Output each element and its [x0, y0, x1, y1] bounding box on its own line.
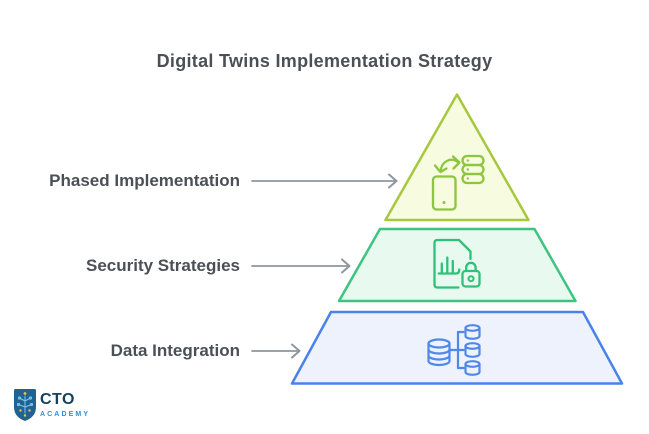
network-bracket	[449, 330, 465, 370]
lock-keyhole	[467, 275, 475, 283]
chart-baseline	[437, 268, 461, 275]
server-dot-1	[466, 159, 469, 162]
pyramid-level-middle-shape	[337, 227, 577, 303]
main-db-band-1	[427, 348, 451, 355]
arrow-phased-implementation	[251, 173, 398, 189]
level-label-security-strategies: Security Strategies	[85, 256, 240, 275]
database-network-icon	[427, 324, 481, 376]
node-db-2-body	[464, 344, 481, 358]
connector-arrows	[251, 173, 398, 359]
shield-circuit-detail	[16, 395, 34, 414]
phone-shape	[431, 175, 457, 211]
server-dot-2	[466, 168, 469, 171]
document-outline	[433, 238, 472, 289]
phone-dot	[442, 201, 446, 204]
node-db-3-body	[464, 362, 481, 376]
level-label-data-integration: Data Integration	[110, 341, 240, 360]
logo-subtitle: ACADEMY	[40, 411, 91, 418]
device-sync-icon	[431, 154, 485, 211]
sync-arrowhead-down	[433, 164, 448, 174]
logo-title: CTO	[40, 391, 75, 408]
secure-document-icon	[433, 238, 481, 289]
main-db-body	[427, 342, 451, 367]
diagram-title: Digital Twins Implementation Strategy	[156, 51, 493, 71]
lock-body	[461, 269, 481, 288]
server-dot-3	[466, 177, 469, 180]
server-disc-3	[461, 172, 485, 185]
lock-shackle	[465, 261, 477, 273]
arrow-security-strategies	[251, 258, 351, 274]
level-label-phased-implementation: Phased Implementation	[49, 171, 240, 190]
arrow-data-integration	[251, 343, 301, 359]
pyramid-level-top-shape	[384, 93, 530, 222]
logo-text-block: CTO ACADEMY	[40, 388, 91, 419]
sync-arrowhead-right	[451, 155, 461, 170]
cto-academy-logo: CTO ACADEMY	[13, 388, 90, 422]
shield-dots	[19, 392, 31, 417]
cto-shield-icon	[14, 389, 36, 421]
node-db-1-body	[464, 326, 481, 340]
main-db-band-2	[427, 354, 451, 361]
